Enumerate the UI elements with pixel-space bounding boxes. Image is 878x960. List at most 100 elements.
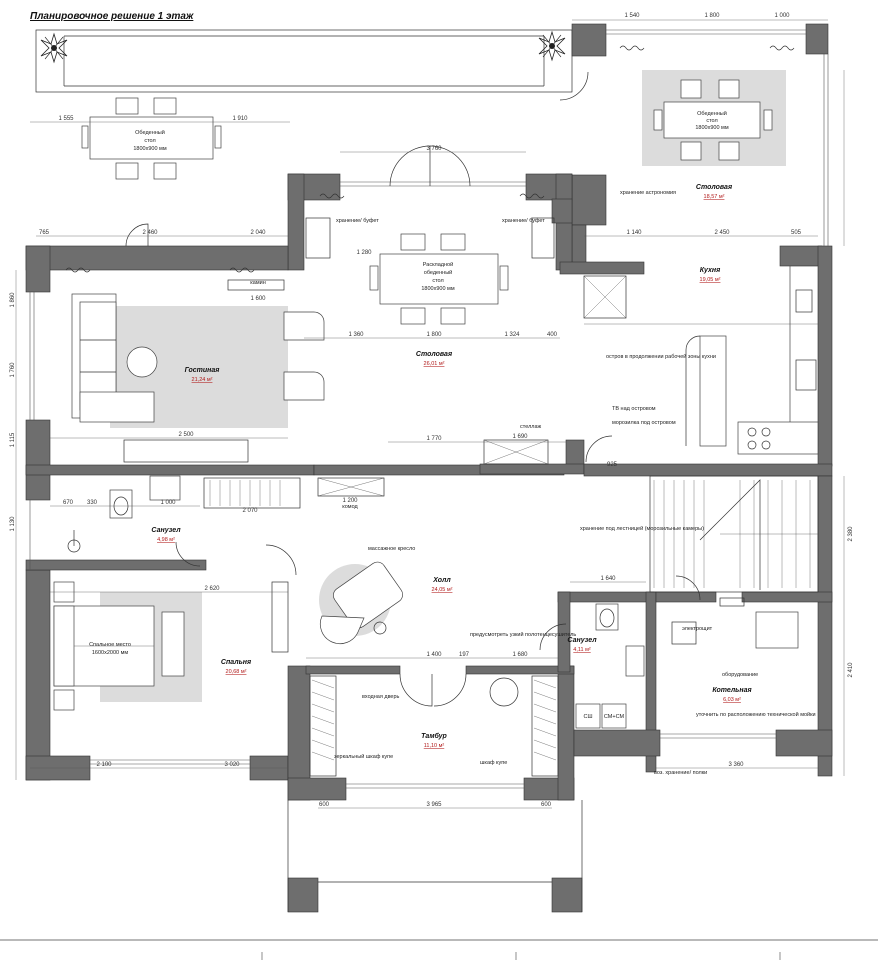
svg-text:3 020: 3 020: [224, 762, 240, 768]
wardrobes: [309, 675, 559, 777]
svg-text:1 680: 1 680: [512, 652, 528, 658]
boiler-equipment: [671, 597, 799, 649]
chest-label: комод: [342, 504, 358, 510]
svg-text:1 600: 1 600: [250, 296, 266, 302]
room-area-dining2: 18,57 м²: [704, 194, 725, 200]
svg-text:400: 400: [547, 332, 558, 338]
rack-label: стеллаж: [520, 424, 542, 430]
svg-text:3 965: 3 965: [426, 802, 442, 808]
stair-storage-label: хранение под лестницей (морозильные каме…: [580, 525, 704, 532]
svg-text:330: 330: [87, 500, 98, 506]
svg-text:1 760: 1 760: [10, 362, 16, 378]
sofa: [71, 293, 155, 423]
curtain: [65, 267, 91, 273]
svg-text:2 450: 2 450: [714, 230, 730, 236]
fireplace-label: камин: [250, 280, 265, 286]
svg-text:600: 600: [319, 802, 330, 808]
equipment-label: оборудование: [722, 672, 758, 678]
svg-text:1 324: 1 324: [504, 332, 520, 338]
electric-label: электрощит: [682, 626, 713, 632]
porch: [287, 800, 583, 912]
room-name-vestibule: Тамбур: [421, 732, 447, 740]
towel-label: предусмотреть узкий полотенцесушитель: [470, 631, 576, 638]
room-area-living: 21,24 м²: [192, 377, 213, 383]
coffee-table: [126, 346, 158, 378]
room-area-bath1: 4,98 м²: [157, 537, 175, 543]
massage-label: массажное кресло: [368, 546, 415, 552]
room-area-vestibule: 11,10 м²: [424, 743, 445, 749]
dining-table: Раскладной обеденный стол 1800x900 мм: [369, 233, 509, 325]
svg-text:1 140: 1 140: [626, 230, 642, 236]
svg-text:1 800: 1 800: [426, 332, 442, 338]
room-area-hall: 24,05 м²: [432, 587, 453, 593]
svg-text:1600x2000 мм: 1600x2000 мм: [92, 650, 129, 656]
svg-text:1 200: 1 200: [342, 498, 358, 504]
bed-label: Спальное место: [89, 642, 131, 648]
room-name-dining2: Столовая: [696, 184, 732, 191]
entry-door-label: входная дверь: [362, 694, 400, 700]
svg-text:2 410: 2 410: [848, 662, 854, 678]
svg-text:2 500: 2 500: [178, 432, 194, 438]
svg-text:1 640: 1 640: [600, 576, 616, 582]
bench: [161, 611, 185, 677]
svg-text:505: 505: [791, 230, 802, 236]
kitchen-dining-table: Обеденный стол 1800x900 мм: [653, 79, 773, 161]
island-label: остров в продолжении рабочей зоны кухни: [606, 353, 716, 360]
boiler-note-label: уточнить по расположению технической мой…: [696, 711, 816, 718]
room-name-bath2: Санузел: [567, 637, 597, 644]
svg-text:197: 197: [459, 652, 470, 658]
windows: [29, 29, 829, 789]
staircase: [649, 475, 819, 593]
svg-text:1800x900 мм: 1800x900 мм: [133, 146, 166, 152]
svg-text:765: 765: [39, 230, 50, 236]
doors: [125, 71, 701, 707]
dimension-texts: 1 540 1 800 1 000 1 555 1 910 3 760 765 …: [10, 13, 854, 808]
washer-label: СМ+СМ: [604, 714, 625, 720]
room-name-bedroom: Спальня: [221, 659, 251, 666]
armchair: [283, 311, 325, 401]
room-name-kitchen: Кухня: [700, 267, 720, 274]
mirror-left-label: зеркальный шкаф купе: [334, 753, 393, 760]
buffet-right-label: хранение/ буфет: [502, 218, 545, 224]
svg-text:670: 670: [63, 500, 74, 506]
storage-shelves-label: воз. хранение/ полки: [654, 770, 707, 776]
svg-text:1 770: 1 770: [426, 436, 442, 442]
svg-text:3 760: 3 760: [426, 146, 442, 152]
outdoor-dining-table: Обеденный стол 1800x900 мм: [81, 97, 222, 180]
kitchen-cabinets: [583, 265, 819, 455]
svg-text:1 800: 1 800: [704, 13, 720, 19]
svg-text:1 130: 1 130: [10, 516, 16, 532]
room-area-boiler: 6,03 м²: [723, 697, 741, 703]
buffet-right: [531, 217, 555, 259]
chest: [317, 477, 385, 497]
svg-text:1 690: 1 690: [512, 434, 528, 440]
svg-text:2 380: 2 380: [848, 526, 854, 542]
bathroom1-fixtures: [67, 475, 301, 553]
svg-text:1 860: 1 860: [10, 292, 16, 308]
plant-icon: [40, 32, 68, 64]
svg-text:стол: стол: [144, 138, 155, 144]
dining-table-label: Раскладной: [423, 261, 453, 268]
room-name-hall: Холл: [432, 577, 451, 584]
mirror-right-label: шкаф купе: [480, 760, 507, 766]
buffet-left: [305, 217, 331, 259]
svg-text:стол: стол: [706, 118, 717, 124]
svg-text:1 000: 1 000: [160, 500, 176, 506]
svg-text:1 555: 1 555: [58, 116, 74, 122]
room-area-dining: 26,01 м²: [424, 361, 445, 367]
svg-text:1800x900 мм: 1800x900 мм: [695, 125, 728, 131]
fireplace: [227, 279, 285, 291]
svg-text:обеденный: обеденный: [424, 269, 452, 276]
room-name-dining: Столовая: [416, 351, 452, 358]
walls: [25, 23, 833, 913]
bed: Спальное место 1600x2000 мм: [53, 581, 155, 711]
svg-text:2 620: 2 620: [204, 586, 220, 592]
room-name-living: Гостиная: [185, 367, 220, 374]
svg-text:600: 600: [541, 802, 552, 808]
fridge-label: морозилка под островом: [612, 420, 676, 426]
outdoor-table-label: Обеденный: [135, 129, 165, 136]
plan-title: Планировочное решение 1 этаж: [30, 11, 194, 22]
massage-chair: [319, 561, 403, 645]
tv-island-label: ТВ над островом: [612, 406, 656, 412]
